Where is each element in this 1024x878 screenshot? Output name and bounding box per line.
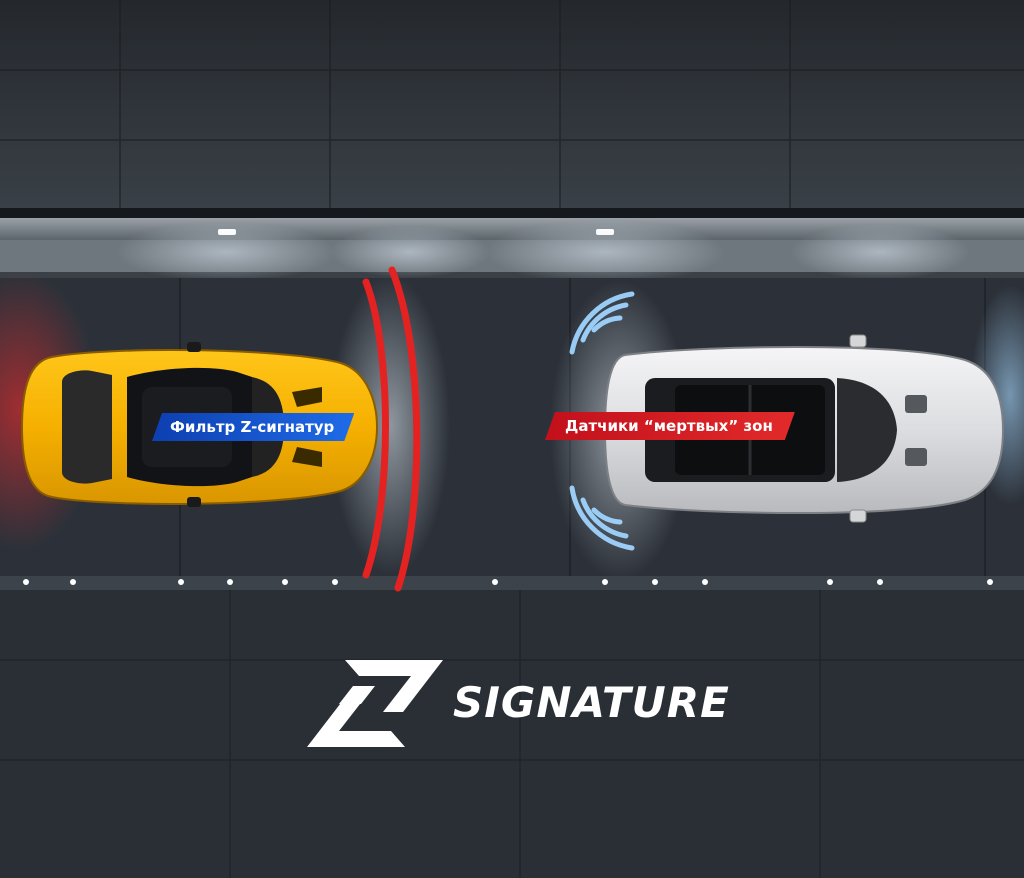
sensor-waves [569,291,635,551]
brand-wordmark: SIGNATURE [453,678,730,727]
suv [603,334,1005,523]
floor-lights [23,579,993,585]
radar-arcs [362,266,421,592]
z-logo-icon [307,660,443,747]
filter-label: Фильтр Z-сигнатур [152,413,354,441]
z-signature-logo: SIGNATURE [305,656,729,751]
blind-spot-sensors-label: Датчики “мертвых” зон [545,412,795,440]
